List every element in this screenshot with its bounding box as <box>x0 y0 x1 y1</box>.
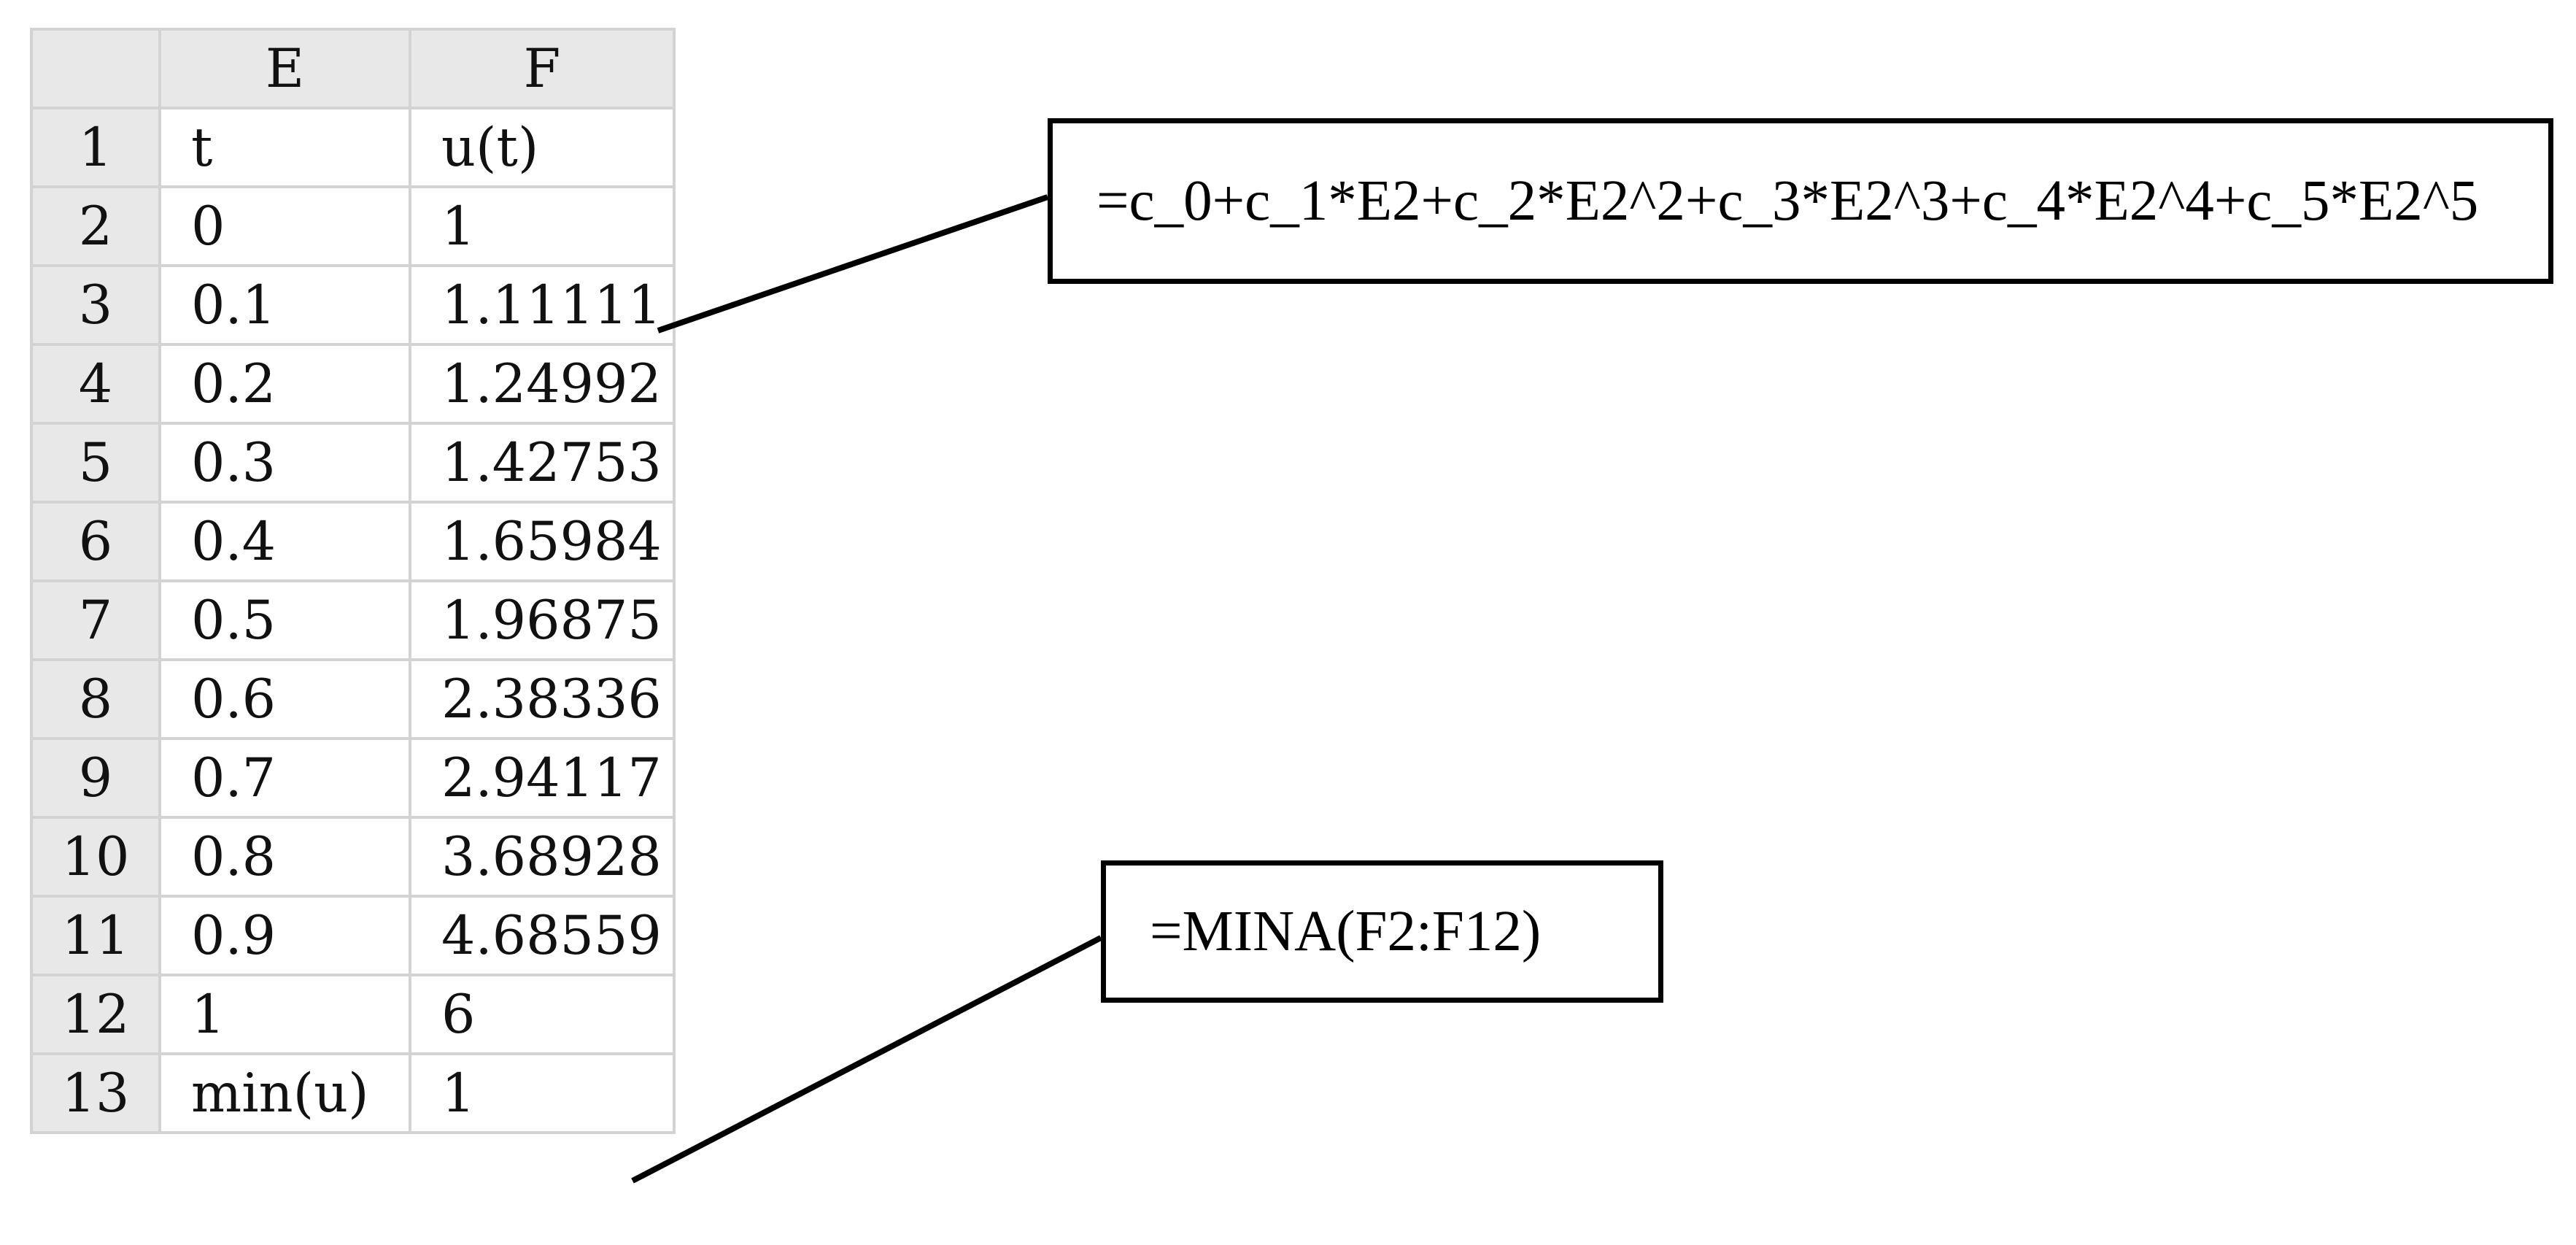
cell-f12[interactable]: 6 <box>409 974 676 1055</box>
row-header[interactable]: 2 <box>30 185 161 267</box>
cell-f5[interactable]: 1.42753 <box>409 422 676 504</box>
table-row: 2 0 1 <box>30 185 676 267</box>
cell-e5[interactable]: 0.3 <box>158 422 411 504</box>
cell-f3[interactable]: 1.11111 <box>409 264 676 346</box>
mina-formula-callout: =MINA(F2:F12) <box>1101 860 1663 1003</box>
cell-f4[interactable]: 1.24992 <box>409 343 676 425</box>
column-header-row: E F <box>30 28 676 109</box>
row-header[interactable]: 8 <box>30 658 161 740</box>
polynomial-formula-text: =c_0+c_1*E2+c_2*E2^2+c_3*E2^3+c_4*E2^4+c… <box>1096 169 2479 233</box>
table-row: 5 0.3 1.42753 <box>30 422 676 504</box>
cell-e13[interactable]: min(u) <box>158 1052 411 1134</box>
row-header[interactable]: 10 <box>30 816 161 898</box>
cell-e6[interactable]: 0.4 <box>158 501 411 582</box>
table-row: 8 0.6 2.38336 <box>30 658 676 740</box>
table-row: 9 0.7 2.94117 <box>30 737 676 819</box>
cell-e10[interactable]: 0.8 <box>158 816 411 898</box>
cell-e2[interactable]: 0 <box>158 185 411 267</box>
cell-e1[interactable]: t <box>158 107 411 188</box>
select-all-corner[interactable] <box>30 28 161 109</box>
row-header[interactable]: 4 <box>30 343 161 425</box>
cell-f7[interactable]: 1.96875 <box>409 579 676 661</box>
cell-e11[interactable]: 0.9 <box>158 895 411 976</box>
row-header[interactable]: 5 <box>30 422 161 504</box>
row-header[interactable]: 9 <box>30 737 161 819</box>
cell-f13[interactable]: 1 <box>409 1052 676 1134</box>
cell-e8[interactable]: 0.6 <box>158 658 411 740</box>
cell-f9[interactable]: 2.94117 <box>409 737 676 819</box>
cell-f6[interactable]: 1.65984 <box>409 501 676 582</box>
table-row: 3 0.1 1.11111 <box>30 264 676 346</box>
spreadsheet-grid: E F 1 t u(t) 2 0 1 3 0.1 1.11111 4 0.2 1… <box>30 28 676 1134</box>
row-header[interactable]: 7 <box>30 579 161 661</box>
cell-e9[interactable]: 0.7 <box>158 737 411 819</box>
table-row: 4 0.2 1.24992 <box>30 343 676 425</box>
table-row: 12 1 6 <box>30 974 676 1055</box>
min-leader-line <box>631 935 1102 1184</box>
table-row: 6 0.4 1.65984 <box>30 501 676 582</box>
cell-e3[interactable]: 0.1 <box>158 264 411 346</box>
cell-f10[interactable]: 3.68928 <box>409 816 676 898</box>
table-row: 7 0.5 1.96875 <box>30 579 676 661</box>
row-header[interactable]: 3 <box>30 264 161 346</box>
table-row: 10 0.8 3.68928 <box>30 816 676 898</box>
cell-f1[interactable]: u(t) <box>409 107 676 188</box>
mina-formula-text: =MINA(F2:F12) <box>1150 899 1542 963</box>
formula-leader-line <box>657 194 1049 334</box>
cell-f11[interactable]: 4.68559 <box>409 895 676 976</box>
column-header-e[interactable]: E <box>158 28 411 109</box>
polynomial-formula-callout: =c_0+c_1*E2+c_2*E2^2+c_3*E2^3+c_4*E2^4+c… <box>1048 118 2553 284</box>
column-header-f[interactable]: F <box>409 28 676 109</box>
table-row: 11 0.9 4.68559 <box>30 895 676 976</box>
table-row: 13 min(u) 1 <box>30 1052 676 1134</box>
row-header[interactable]: 11 <box>30 895 161 976</box>
row-header[interactable]: 6 <box>30 501 161 582</box>
row-header[interactable]: 12 <box>30 974 161 1055</box>
row-header[interactable]: 1 <box>30 107 161 188</box>
cell-f8[interactable]: 2.38336 <box>409 658 676 740</box>
cell-f2[interactable]: 1 <box>409 185 676 267</box>
cell-e12[interactable]: 1 <box>158 974 411 1055</box>
table-row: 1 t u(t) <box>30 107 676 188</box>
row-header[interactable]: 13 <box>30 1052 161 1134</box>
cell-e4[interactable]: 0.2 <box>158 343 411 425</box>
cell-e7[interactable]: 0.5 <box>158 579 411 661</box>
